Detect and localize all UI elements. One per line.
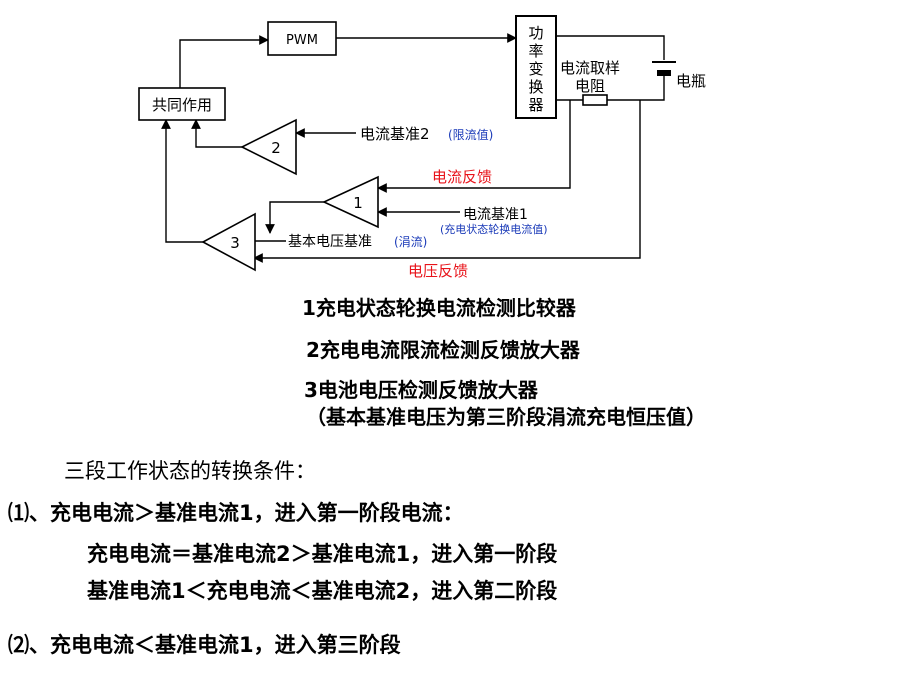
ref2-label: 电流基准2: [360, 125, 430, 143]
sense-resistor-label-2: 电阻: [575, 77, 605, 95]
amplifier-3-label: 3: [230, 234, 240, 252]
sense-resistor: [582, 94, 608, 106]
pwm-label: PWM: [286, 33, 318, 48]
power-converter-block: [515, 15, 557, 119]
svg-text:换: 换: [528, 78, 543, 96]
voltage-feedback-label: 电压反馈: [408, 262, 468, 280]
wire-battery-to-resistor: [607, 76, 665, 101]
wires: [161, 33, 665, 263]
base-voltage-note: (涓流): [394, 234, 427, 249]
combine-block: [138, 87, 226, 121]
ref1-label: 电流基准1: [463, 206, 528, 223]
condition-1b: 基准电流1＜充电电流＜基准电流2，进入第二阶段: [87, 579, 558, 603]
wire-voltage-feedback: [253, 100, 641, 263]
conditions-title: 三段工作状态的转换条件：: [64, 459, 316, 483]
condition-1: ⑴、充电电流＞基准电流1，进入第一阶段电流：: [8, 501, 464, 525]
legend-item-2: 2充电电流限流检测反馈放大器: [306, 338, 580, 362]
condition-1a: 充电电流＝基准电流2＞基准电流1，进入第一阶段: [87, 542, 558, 566]
amplifier-2: [240, 118, 297, 176]
wire-amp2-out: [191, 119, 242, 148]
combine-label: 共同作用: [152, 96, 212, 114]
amplifier-1-label: 1: [353, 194, 363, 212]
amplifier-2-label: 2: [271, 139, 281, 157]
legend-item-3-note: （基本基准电压为第三阶段涓流充电恒压值）: [306, 405, 706, 429]
base-voltage-ref-label: 基本电压基准: [288, 233, 372, 250]
wire-current-feedback: [377, 100, 571, 193]
legend-item-1: 1充电状态轮换电流检测比较器: [302, 296, 576, 320]
wire-converter-to-battery: [556, 35, 665, 60]
svg-text:变: 变: [528, 60, 543, 78]
wire-combine-to-pwm: [179, 35, 269, 88]
svg-text:器: 器: [528, 96, 543, 114]
pwm-block: [267, 21, 337, 56]
wire-amp1-out: [265, 201, 324, 234]
charger-block-diagram: PWM 功 率 变 换 器 电流取样 电阻 电瓶 共同作用 2 1 3 电流基准…: [138, 15, 706, 280]
amplifier-3: [201, 212, 256, 272]
condition-2: ⑵、充电电流＜基准电流1，进入第三阶段: [8, 633, 401, 657]
legend-item-3: 3电池电压检测反馈放大器: [304, 378, 538, 402]
sense-resistor-label: 电流取样: [560, 59, 620, 77]
battery-label: 电瓶: [676, 72, 706, 90]
battery-plate-short: [657, 70, 671, 76]
svg-text:功: 功: [528, 24, 543, 42]
amplifier-1: [322, 175, 379, 229]
ref1-note: (充电状态轮换电流值): [440, 222, 548, 236]
power-converter-label: 功 率 变 换 器: [528, 24, 543, 114]
current-feedback-label: 电流反馈: [432, 168, 492, 186]
wire-amp3-out: [161, 119, 203, 243]
svg-text:率: 率: [528, 42, 543, 60]
ref2-note: (限流值): [448, 127, 493, 142]
